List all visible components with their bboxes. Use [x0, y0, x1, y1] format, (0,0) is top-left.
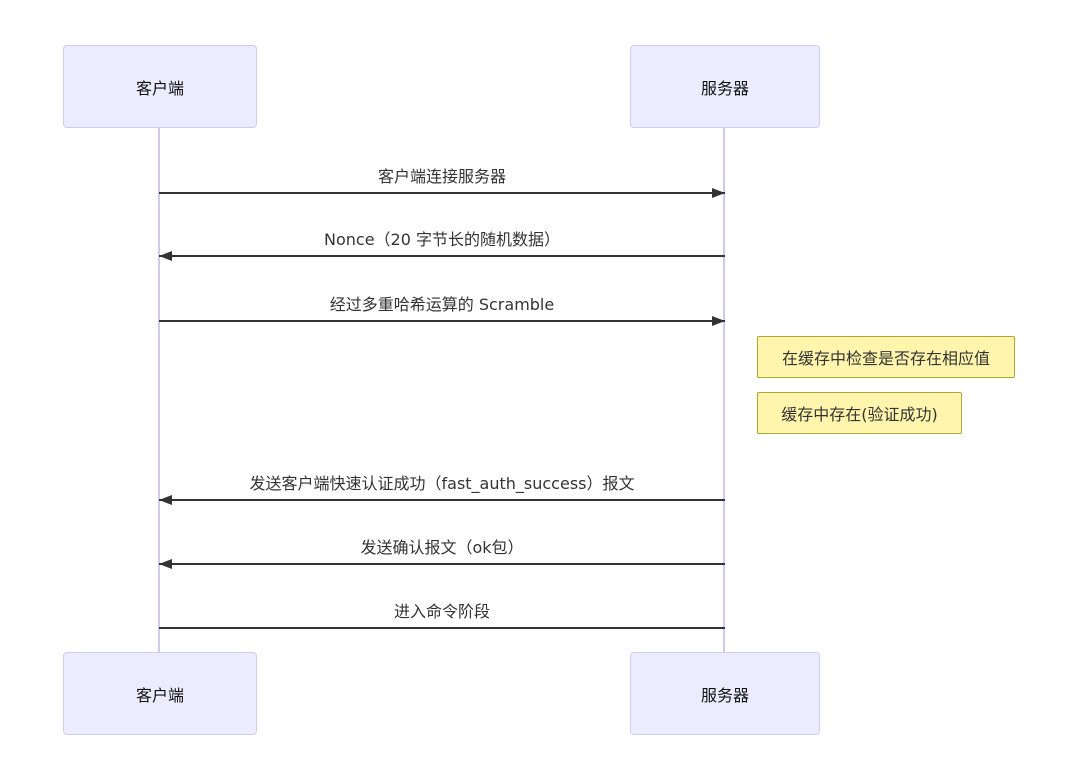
- message-scramble-label: 经过多重哈希运算的 Scramble: [329, 295, 555, 314]
- message-nonce-line: [159, 255, 725, 257]
- note-cache-exists-label: 缓存中存在(验证成功): [781, 405, 938, 424]
- message-connect: 客户端连接服务器: [159, 164, 725, 198]
- message-scramble: 经过多重哈希运算的 Scramble: [159, 292, 725, 326]
- actor-server-top: 服务器: [630, 45, 820, 128]
- actor-client-top: 客户端: [63, 45, 257, 128]
- actor-client-top-label: 客户端: [135, 78, 184, 98]
- arrowhead-left-icon: [159, 251, 172, 261]
- arrowhead-right-icon: [712, 316, 725, 326]
- actor-client-bottom-label: 客户端: [135, 685, 184, 705]
- lifeline-server: [723, 128, 725, 652]
- arrowhead-left-icon: [159, 559, 172, 569]
- message-ok-packet-line: [159, 563, 725, 565]
- arrowhead-left-icon: [159, 495, 172, 505]
- message-ok-packet: 发送确认报文（ok包）: [159, 535, 725, 569]
- message-nonce: Nonce（20 字节长的随机数据）: [159, 227, 725, 261]
- message-command-phase-line: [159, 627, 725, 629]
- arrowhead-right-icon: [712, 188, 725, 198]
- message-fast-auth-success-label: 发送客户端快速认证成功（fast_auth_success）报文: [249, 474, 635, 493]
- actor-server-bottom-label: 服务器: [700, 685, 749, 705]
- actor-server-bottom: 服务器: [630, 652, 820, 735]
- note-cache-check: 在缓存中检查是否存在相应值: [757, 336, 1015, 378]
- message-nonce-label: Nonce（20 字节长的随机数据）: [324, 230, 560, 249]
- message-command-phase-label: 进入命令阶段: [393, 602, 490, 621]
- message-fast-auth-success-line: [159, 499, 725, 501]
- lifeline-client: [158, 128, 160, 652]
- message-scramble-line: [159, 320, 725, 322]
- message-connect-label: 客户端连接服务器: [377, 167, 506, 186]
- message-connect-line: [159, 192, 725, 194]
- message-command-phase: 进入命令阶段: [159, 599, 725, 629]
- actor-client-bottom: 客户端: [63, 652, 257, 735]
- message-fast-auth-success: 发送客户端快速认证成功（fast_auth_success）报文: [159, 471, 725, 505]
- message-ok-packet-label: 发送确认报文（ok包）: [360, 538, 524, 557]
- note-cache-check-label: 在缓存中检查是否存在相应值: [781, 349, 990, 368]
- note-cache-exists: 缓存中存在(验证成功): [757, 392, 962, 434]
- actor-server-top-label: 服务器: [700, 78, 749, 98]
